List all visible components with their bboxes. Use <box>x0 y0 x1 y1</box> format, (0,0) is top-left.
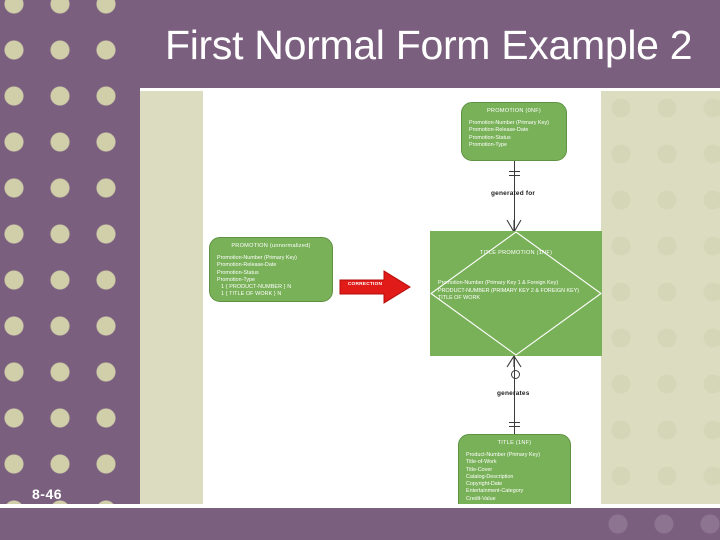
entity-attribute: Promotion-Status <box>217 269 259 276</box>
relationship-label-generates: generates <box>497 390 530 397</box>
entity-attribute: Entertainment-Category <box>466 488 524 495</box>
relationship-line-generates <box>514 356 516 434</box>
footer-dot-pattern-decoration <box>600 508 720 540</box>
entity-title: TITLE (1NF) <box>497 440 532 446</box>
entity-attribute: Title-of-Work <box>466 459 497 466</box>
relationship-line-generated-for <box>514 161 516 231</box>
cardinality-one-tick <box>509 171 520 173</box>
entity-attribute: Promotion-Status <box>469 134 511 141</box>
entity-repeating-group: 1 { TITLE OF WORK } N <box>221 291 282 298</box>
entity-promotion-0nf[interactable]: PROMOTION (0NF) Promotion-Number (Primar… <box>461 102 567 161</box>
entity-attribute: TITLE OF WORK <box>438 295 480 301</box>
header-divider-rule <box>140 88 720 91</box>
cardinality-one-tick <box>509 426 520 428</box>
cardinality-optional-circle <box>511 370 520 379</box>
entity-attribute: Catalog-Description <box>466 473 514 480</box>
entity-attribute: Copyright-Date <box>466 481 503 488</box>
entity-attribute: Promotion-Release-Date <box>469 127 529 134</box>
entity-attribute: Promotion-Type <box>469 141 508 148</box>
erd-diagram: PROMOTION (0NF) Promotion-Number (Primar… <box>203 91 602 515</box>
entity-promotion-unnormalized[interactable]: PROMOTION (unnormalized) Promotion-Numbe… <box>209 237 333 302</box>
slide-header <box>140 0 720 88</box>
entity-attribute: Credit-Value <box>466 495 496 502</box>
relationship-label-generated-for: generated for <box>491 190 536 197</box>
page-title: First Normal Form Example 2 <box>165 22 693 68</box>
entity-attribute: Promotion-Type <box>217 276 256 283</box>
entity-attribute: Product-Number (Primary Key) <box>466 452 540 458</box>
left-dot-pattern-decoration <box>0 0 140 540</box>
cardinality-one-tick <box>509 175 520 177</box>
entity-attribute: Promotion-Number (Primary Key) <box>217 255 297 261</box>
correction-arrow-label: CORRECTION <box>347 282 383 287</box>
correction-arrow[interactable]: CORRECTION <box>339 269 411 305</box>
entity-attribute: Promotion-Release-Date <box>217 262 277 269</box>
crows-foot-many-icon <box>506 219 522 232</box>
entity-title: PROMOTION (unnormalized) <box>231 243 311 249</box>
entity-attribute: Promotion-Number (Primary Key) <box>469 120 549 126</box>
right-arrow-icon <box>339 270 411 304</box>
entity-title: PROMOTION (0NF) <box>486 108 542 114</box>
associative-entity-diamond-shape <box>430 231 602 356</box>
entity-title: TITLE PROMOTION (1NF) <box>479 250 553 256</box>
entity-title-promotion-1nf[interactable]: TITLE PROMOTION (1NF) Promotion-Number (… <box>430 231 602 356</box>
entity-attribute: Title-Cover <box>466 466 493 473</box>
page-number: 8-46 <box>32 486 63 502</box>
footer-divider-rule <box>0 504 720 508</box>
entity-attribute: Promotion-Number (Primary Key 1 & Foreig… <box>438 280 559 286</box>
slide-footer-bar <box>0 508 720 540</box>
entity-attribute: PRODUCT-NUMBER (PRIMARY KEY 2 & FOREIGN … <box>438 287 580 294</box>
cardinality-one-tick <box>509 422 520 424</box>
entity-repeating-group: 1 { PRODUCT-NUMBER } N <box>221 284 292 291</box>
entity-title-1nf[interactable]: TITLE (1NF) Product-Number (Primary Key)… <box>458 434 571 515</box>
